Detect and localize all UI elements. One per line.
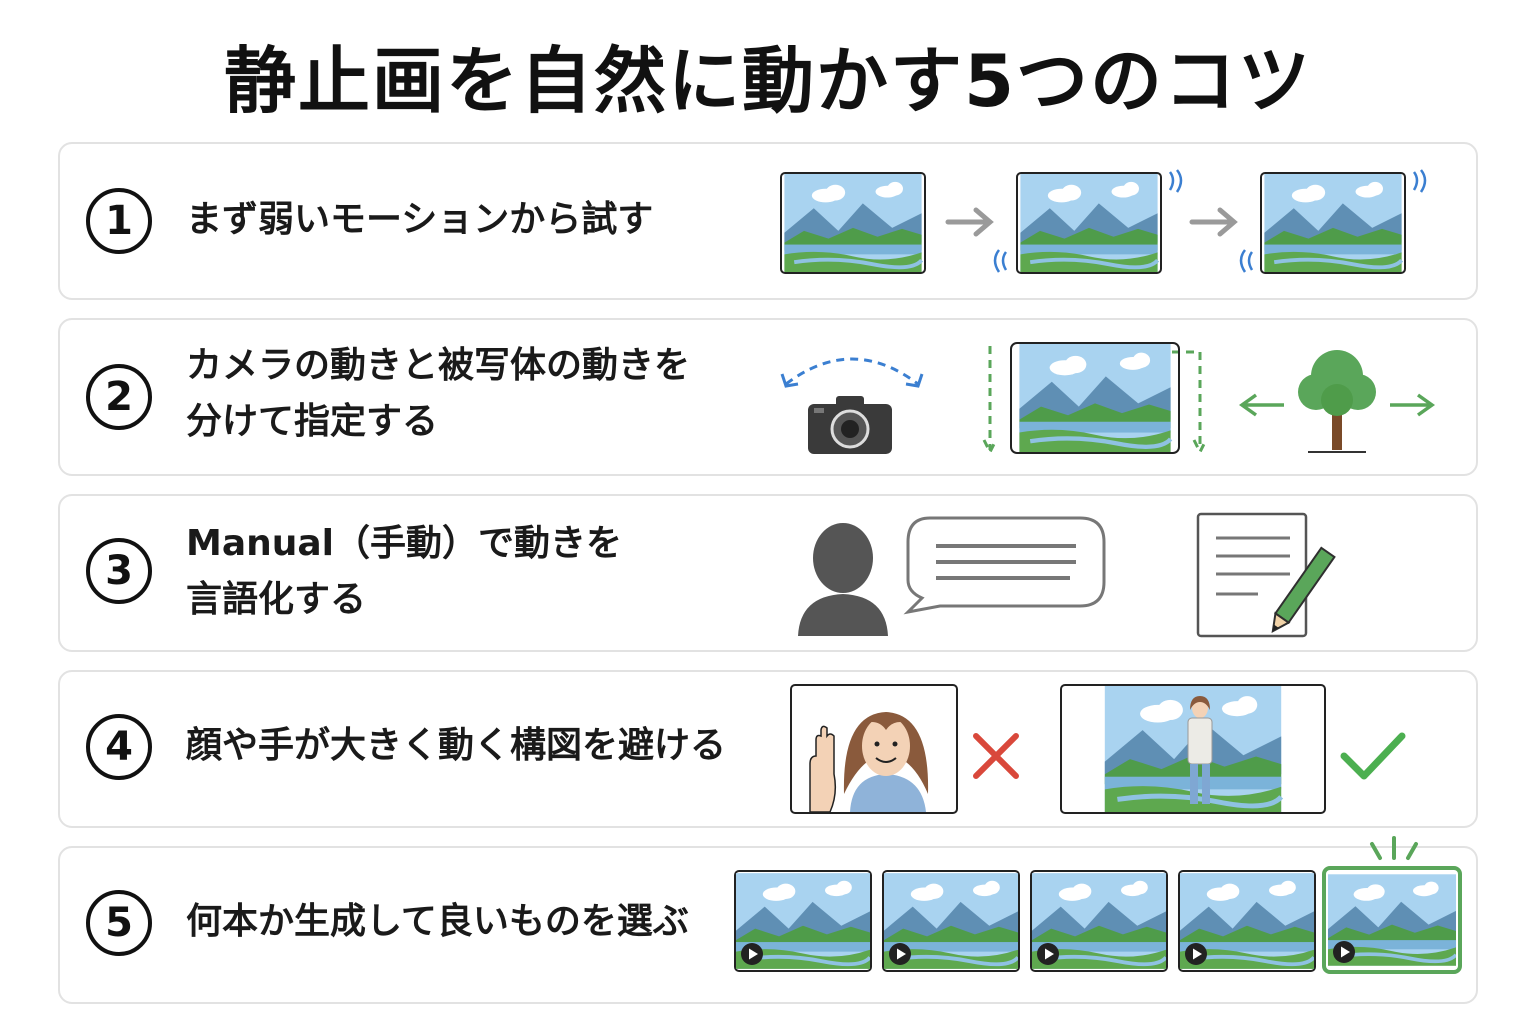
arrow-right-icon xyxy=(1390,393,1436,417)
play-icon xyxy=(741,943,763,965)
tip-text-4: 顔や手が大きく動く構図を避ける xyxy=(186,725,727,766)
arrow-right-icon xyxy=(945,207,994,237)
video-candidate-4[interactable] xyxy=(1178,870,1316,972)
tip-text-3b: 言語化する xyxy=(186,579,367,620)
tip-card-2 xyxy=(58,318,1478,476)
tree-icon xyxy=(1298,350,1376,453)
bad-example-closeup-image xyxy=(790,684,958,814)
person-silhouette-icon xyxy=(798,523,888,636)
tip-text-2a: カメラの動きと被写体の動きを xyxy=(186,345,691,386)
cross-icon xyxy=(973,733,1019,779)
video-candidate-5-selected[interactable] xyxy=(1322,866,1462,974)
camera-move-arc-icon xyxy=(780,357,924,388)
vibration-icon xyxy=(1168,169,1183,193)
tip-number-4: 4 xyxy=(86,714,152,780)
tip-text-1: まず弱いモーションから試す xyxy=(186,199,654,240)
selected-sparkle-icon xyxy=(1370,836,1418,860)
tip-text-2b: 分けて指定する xyxy=(186,401,439,442)
tip-number-2: 2 xyxy=(86,364,152,430)
tip-card-1 xyxy=(58,142,1478,300)
tip-number-3: 3 xyxy=(86,538,152,604)
camera-icon xyxy=(808,396,892,454)
video-candidate-3[interactable] xyxy=(1030,870,1168,972)
vibration-icon xyxy=(1412,169,1427,193)
landscape-thumbnail xyxy=(1260,172,1406,274)
video-candidate-1[interactable] xyxy=(734,870,872,972)
arrow-left-icon xyxy=(1238,393,1284,417)
document-pencil-icon xyxy=(1196,512,1336,638)
landscape-thumbnail xyxy=(780,172,926,274)
tip-number-5: 5 xyxy=(86,890,152,956)
vibration-icon xyxy=(1239,249,1254,273)
tip-text-3a: Manual（手動）で動きを xyxy=(186,523,623,564)
landscape-thumbnail xyxy=(1016,172,1162,274)
good-example-wide-image xyxy=(1060,684,1326,814)
landscape-thumbnail xyxy=(1010,342,1180,454)
vibration-icon xyxy=(993,249,1008,273)
check-icon xyxy=(1340,732,1406,780)
arrow-right-icon xyxy=(1189,207,1238,237)
video-candidate-2[interactable] xyxy=(882,870,1020,972)
tip-text-5: 何本か生成して良いものを選ぶ xyxy=(186,901,689,942)
page-title: 静止画を自然に動かす5つのコツ xyxy=(223,39,1313,123)
speech-bubble-icon xyxy=(903,516,1106,615)
tip-number-1: 1 xyxy=(86,188,152,254)
